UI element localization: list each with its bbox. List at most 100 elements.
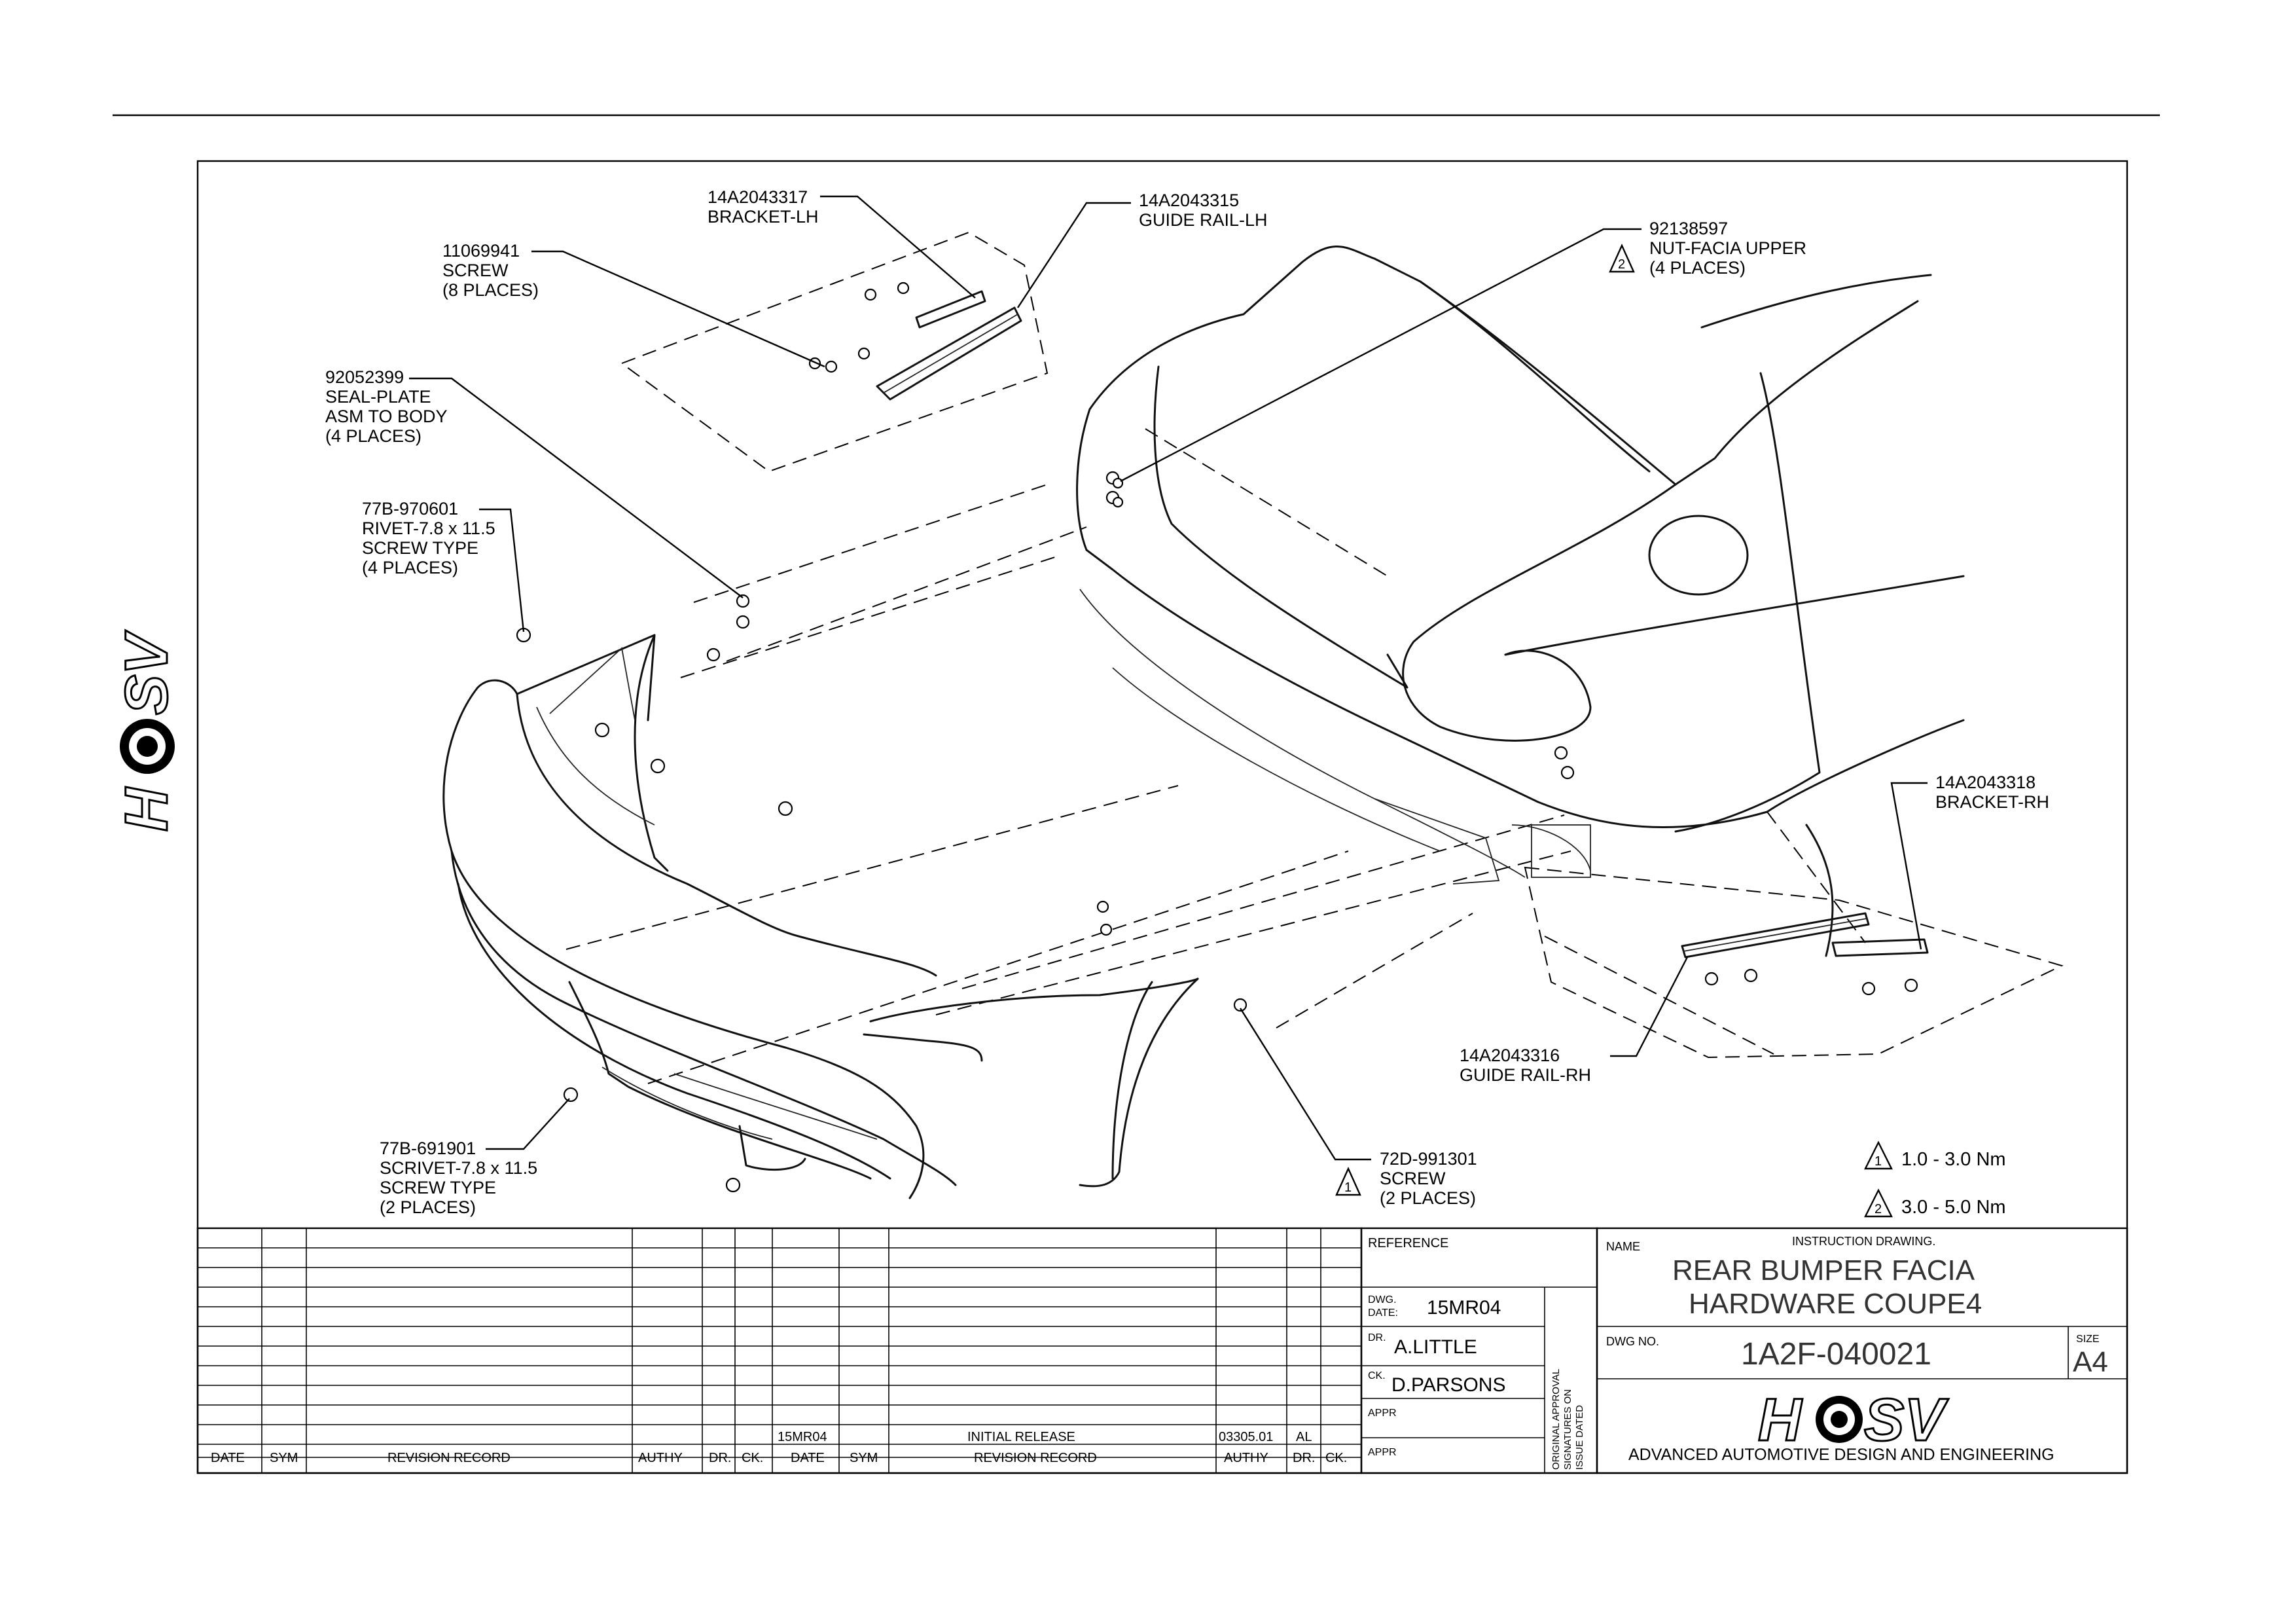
name-label: NAME — [1606, 1240, 1640, 1253]
appr-label-2: APPR — [1368, 1447, 1397, 1458]
size-label: SIZE — [2076, 1334, 2100, 1345]
torque-note-value: 3.0 - 5.0 Nm — [1901, 1197, 2006, 1218]
callout-77b-691901: 77B-691901 SCRIVET-7.8 x 11.5 SCREW TYPE… — [380, 1139, 537, 1217]
callout-desc: SCRIVET-7.8 x 11.5 — [380, 1158, 537, 1178]
car-body-outline — [1088, 246, 1919, 486]
rev-header-sym-2: SYM — [850, 1451, 878, 1465]
torque-note-1: 1 1.0 - 3.0 Nm — [1864, 1140, 2006, 1170]
callout-number: 14A2043317 — [708, 187, 808, 207]
callout-qty: (4 PLACES) — [1649, 258, 1746, 278]
callout-desc: SCREW — [1380, 1169, 1446, 1188]
ck-name: D.PARSONS — [1391, 1374, 1505, 1396]
callout-92052399: 92052399 SEAL-PLATE ASM TO BODY (4 PLACE… — [325, 367, 448, 446]
company-logo-h: H — [1758, 1387, 1803, 1453]
callout-number: 72D-991301 — [1380, 1149, 1477, 1169]
drawing-title-line-2: HARDWARE COUPE4 — [1689, 1288, 1982, 1320]
rev-header-dr: DR. — [709, 1451, 731, 1465]
approval-note-3: ISSUE DATED — [1574, 1405, 1585, 1470]
torque-ref: 1 — [1344, 1180, 1352, 1195]
guide-rail-lh-part — [876, 306, 1022, 401]
torque-triangle-icon — [1864, 1140, 1893, 1170]
callout-14a2043315: 14A2043315 GUIDE RAIL-LH — [1139, 191, 1268, 230]
side-logo: H SV — [113, 629, 181, 832]
callout-92138597: 92138597 NUT-FACIA UPPER (4 PLACES) 2 — [1609, 219, 1806, 278]
upper-left-assembly-plane — [620, 231, 1049, 473]
callout-72d-991301: 72D-991301 SCREW (2 PLACES) 1 — [1335, 1149, 1477, 1208]
bumper-fascia-outline — [442, 686, 925, 1199]
callout-desc: SEAL-PLATE — [325, 387, 431, 407]
dwg-date-label-1: DWG. — [1368, 1294, 1397, 1305]
callout-desc: GUIDE RAIL-RH — [1460, 1065, 1591, 1085]
callout-number: 14A2043315 — [1139, 191, 1239, 210]
callout-desc: NUT-FACIA UPPER — [1649, 238, 1806, 258]
callout-14a2043316: 14A2043316 GUIDE RAIL-RH — [1460, 1046, 1591, 1085]
callout-qty: (2 PLACES) — [1380, 1188, 1476, 1208]
company-logo-sv: SV — [1864, 1387, 1948, 1453]
rev-header-ck: CK. — [742, 1451, 763, 1465]
revision-entry-authy: 03305.01 — [1219, 1430, 1273, 1444]
torque-note-ref: 1 — [1874, 1154, 1882, 1169]
fasteners — [516, 282, 1918, 1193]
callout-77b-970601: 77B-970601 RIVET-7.8 x 11.5 SCREW TYPE (… — [362, 499, 495, 577]
callout-number: 14A2043318 — [1935, 773, 2036, 792]
torque-triangle-icon — [1609, 244, 1635, 273]
approval-note-2: SIGNATURES ON — [1562, 1389, 1573, 1470]
callout-14a2043317: 14A2043317 BRACKET-LH — [708, 187, 819, 227]
torque-note-ref: 2 — [1874, 1202, 1882, 1216]
bracket-lh-part — [915, 290, 986, 329]
drawing-number: 1A2F-040021 — [1741, 1337, 1931, 1372]
callout-desc: BRACKET-LH — [708, 207, 819, 227]
approval-block: REFERENCE DWG. DATE: 15MR04 DR. A.LITTLE… — [1360, 1227, 1598, 1474]
leader-lines — [409, 195, 1928, 1161]
callout-number: 77B-691901 — [380, 1139, 476, 1158]
company-logo: H SV — [1757, 1386, 1950, 1455]
drawing-title-line-1: REAR BUMPER FACIA — [1672, 1254, 1975, 1286]
bracket-rh-part — [1831, 938, 1929, 957]
rev-header-date-2: DATE — [791, 1451, 825, 1465]
title-block: NAME INSTRUCTION DRAWING. REAR BUMPER FA… — [1596, 1227, 2128, 1474]
callout-number: 11069941 — [442, 241, 520, 261]
torque-triangle-icon — [1335, 1167, 1361, 1196]
callout-desc2: SCREW TYPE — [380, 1178, 496, 1197]
callout-desc: BRACKET-RH — [1935, 792, 2049, 812]
torque-note-value: 1.0 - 3.0 Nm — [1901, 1149, 2006, 1170]
callout-11069941: 11069941 SCREW (8 PLACES) — [442, 241, 539, 300]
rev-header-authy: AUTHY — [638, 1451, 683, 1465]
dwg-date-value: 15MR04 — [1427, 1297, 1501, 1319]
dwg-no-label: DWG NO. — [1606, 1335, 1659, 1348]
torque-note-2: 2 3.0 - 5.0 Nm — [1864, 1188, 2006, 1218]
revision-record-grid: 15MR04 INITIAL RELEASE 03305.01 AL DATE … — [196, 1227, 1363, 1474]
callout-number: 92138597 — [1649, 219, 1728, 238]
reference-label: REFERENCE — [1368, 1236, 1448, 1250]
callout-qty: (4 PLACES) — [362, 558, 458, 577]
dwg-date-label-2: DATE: — [1368, 1307, 1398, 1319]
lower-right-assembly-plane — [1524, 866, 2064, 1059]
rev-header-dr-2: DR. — [1293, 1451, 1315, 1465]
callout-number: 77B-970601 — [362, 499, 458, 519]
torque-ref: 2 — [1618, 257, 1625, 272]
callout-qty: (4 PLACES) — [325, 426, 422, 446]
callout-number: 14A2043316 — [1460, 1046, 1560, 1065]
side-logo-h: H — [113, 786, 180, 831]
dr-name: A.LITTLE — [1394, 1336, 1477, 1358]
revision-entry-record: INITIAL RELEASE — [967, 1430, 1075, 1444]
approval-note-1: ORIGINAL APPROVAL — [1551, 1369, 1562, 1470]
rev-header-date: DATE — [211, 1451, 245, 1465]
appr-label-1: APPR — [1368, 1408, 1397, 1419]
callout-desc: GUIDE RAIL-LH — [1139, 210, 1268, 230]
dr-label: DR. — [1368, 1332, 1386, 1343]
rev-header-authy-2: AUTHY — [1224, 1451, 1268, 1465]
rev-header-sym: SYM — [270, 1451, 298, 1465]
rev-header-ck-2: CK. — [1325, 1451, 1347, 1465]
callout-number: 92052399 — [325, 367, 404, 387]
rev-header-record: REVISION RECORD — [387, 1451, 511, 1465]
callout-desc2: ASM TO BODY — [325, 407, 448, 426]
exploded-view-art — [442, 231, 2064, 1199]
company-name: ADVANCED AUTOMOTIVE DESIGN AND ENGINEERI… — [1628, 1446, 2054, 1464]
rev-header-record-2: REVISION RECORD — [974, 1451, 1097, 1465]
revision-entry-date: 15MR04 — [778, 1430, 827, 1444]
callout-14a2043318: 14A2043318 BRACKET-RH — [1935, 773, 2049, 812]
callout-desc: RIVET-7.8 x 11.5 — [362, 519, 495, 538]
ck-label: CK. — [1368, 1370, 1386, 1381]
